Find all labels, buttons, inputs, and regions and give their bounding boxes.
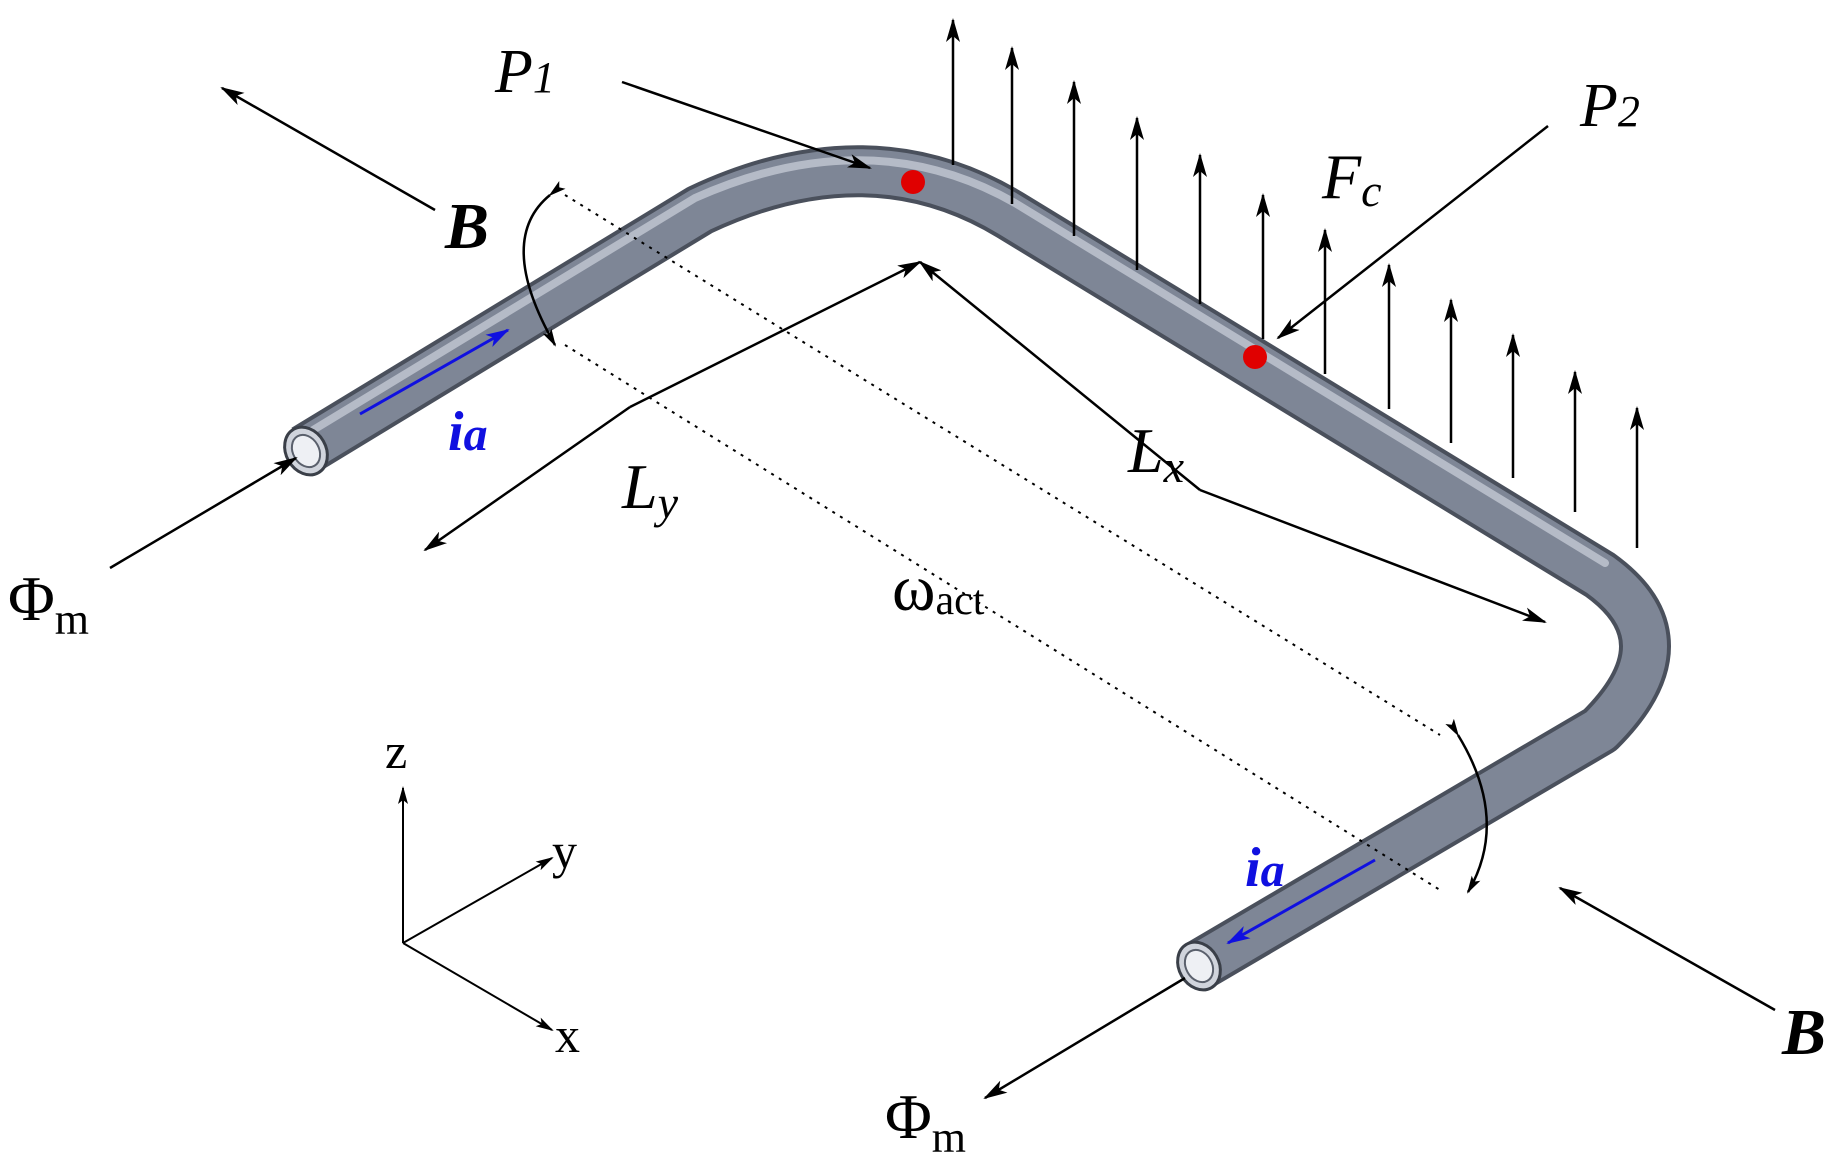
axis-line-lower <box>564 344 1441 891</box>
tube-end-right-hole <box>1183 948 1215 984</box>
label-omega-act: ωact <box>892 552 985 625</box>
current-arrow-right <box>1226 858 1376 945</box>
rotation-arc-left <box>522 180 566 347</box>
coordinate-axes <box>398 786 554 1032</box>
label-b-right: B <box>1781 996 1826 1069</box>
label-ia-right: ia <box>1245 837 1285 899</box>
label-axis-y: y <box>552 823 577 879</box>
p1-pointer-arrow <box>621 80 872 170</box>
point-p1-marker <box>901 170 925 194</box>
flux-arrows <box>109 456 1186 1100</box>
ly-dimension-arrow-top <box>629 260 922 409</box>
label-phi-left: Φm <box>8 563 89 644</box>
pointer-arrows <box>621 80 1549 340</box>
label-lx: Lx <box>1127 415 1185 492</box>
p2-pointer-arrow <box>1276 125 1549 340</box>
label-axis-x: x <box>555 1007 580 1063</box>
label-fc: Fc <box>1321 141 1382 216</box>
dimension-arrows <box>423 260 1547 624</box>
b-left-arrow <box>220 86 436 212</box>
force-arrows <box>946 18 1644 548</box>
current-arrow-left <box>359 328 510 416</box>
phi-bottom-arrow <box>983 976 1186 1100</box>
magnetic-field-arrows <box>220 86 1776 1012</box>
lx-dimension-arrow-top <box>918 260 1201 491</box>
label-phi-bottom: Φm <box>885 1081 966 1162</box>
phi-left-arrow <box>109 456 298 570</box>
y-axis-line <box>402 857 554 944</box>
lx-dimension-arrow <box>1199 488 1547 624</box>
current-arrows <box>359 328 1376 945</box>
rotation-arc-right <box>1445 718 1488 894</box>
axis-line-upper <box>564 194 1441 736</box>
label-ly: Ly <box>621 451 679 528</box>
rotation-arcs <box>522 180 1488 894</box>
label-ia-left: ia <box>448 401 488 463</box>
label-p2: P2 <box>1579 72 1640 140</box>
ly-dimension-arrow <box>423 405 631 552</box>
label-axis-z: z <box>385 723 407 779</box>
rotation-axis-lines <box>564 194 1441 891</box>
point-p2-marker <box>1243 345 1267 369</box>
label-b-left: B <box>444 190 489 263</box>
b-right-arrow <box>1558 886 1776 1012</box>
x-axis-line <box>402 942 554 1032</box>
tube-body <box>293 149 1667 984</box>
label-p1: P1 <box>494 38 555 106</box>
